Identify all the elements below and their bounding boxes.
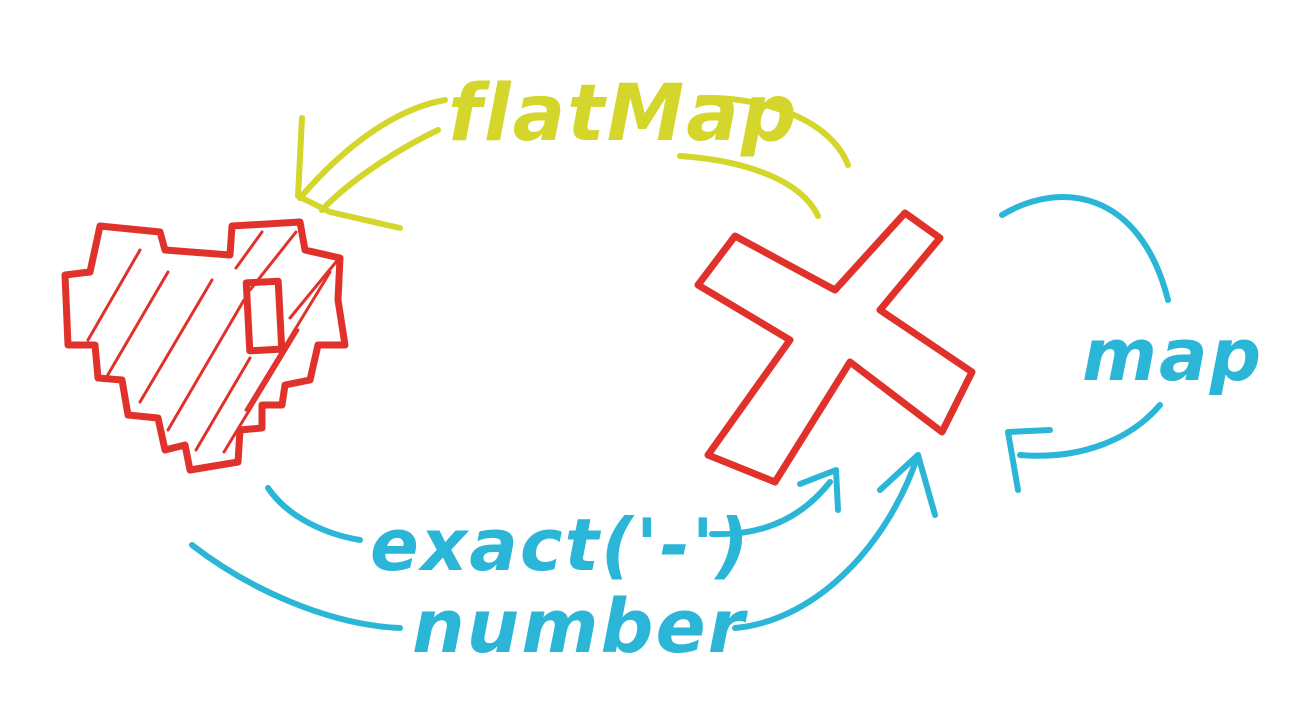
cross-icon [694, 209, 976, 486]
number-arrow [189, 452, 938, 631]
number-label: number [412, 584, 749, 670]
exact-arrow [265, 467, 841, 543]
flatmap-arrow [295, 94, 851, 231]
map-arrow [999, 194, 1171, 493]
pixel-heart-icon [61, 218, 349, 474]
flatmap-label: flatMap [448, 69, 799, 159]
exact-label: exact('-') [370, 503, 751, 587]
heart-hatching [86, 230, 338, 454]
map-label: map [1082, 313, 1263, 397]
